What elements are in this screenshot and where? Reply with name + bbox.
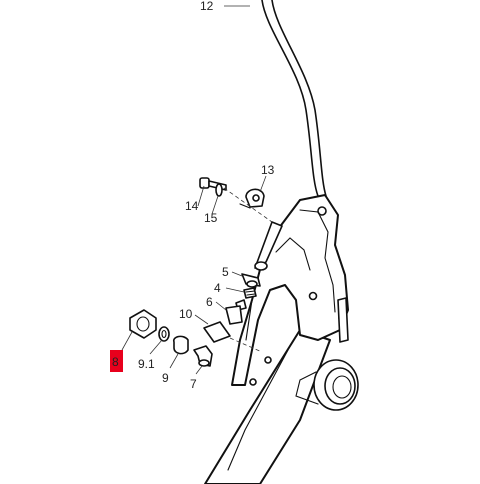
nipple-4 [243,287,257,299]
leader-lines [121,5,273,375]
callout-9-1: 9.1 [138,357,155,371]
callout-13: 13 [261,163,275,177]
nut-8 [129,309,157,339]
callout-labels: 12 13 14 15 5 4 6 10 8 9.1 9 7 [112,0,275,391]
callout-15: 15 [204,211,218,225]
oring-9-1 [158,326,170,342]
callout-10: 10 [179,307,193,321]
callout-6: 6 [206,295,213,309]
callout-8: 8 [112,355,119,369]
hose-12 [254,0,327,271]
callout-12: 12 [200,0,214,13]
callout-14: 14 [185,199,199,213]
clamp-13 [239,188,265,209]
washer-15 [215,183,223,197]
fitting-5 [241,273,261,288]
callout-9: 9 [162,371,169,385]
connector-6 [225,299,247,325]
frame-arm [204,194,359,484]
callout-8-highlight [110,350,123,372]
sleeve-10 [203,321,231,343]
adapter-9 [173,335,189,355]
callout-5: 5 [222,265,229,279]
bearing-ring [295,359,359,411]
callout-7: 7 [190,377,197,391]
callout-4: 4 [214,281,221,295]
elbow-7 [193,345,213,367]
